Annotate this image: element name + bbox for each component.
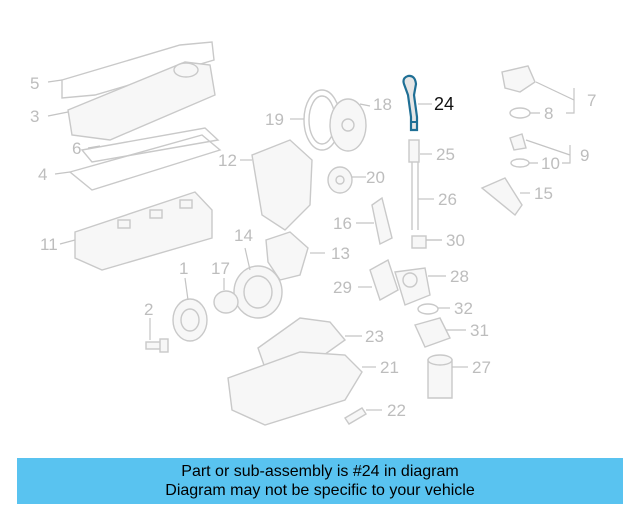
- part-3-valve-cover[interactable]: [67, 61, 216, 141]
- callout-4: 4: [38, 165, 47, 184]
- callout-14: 14: [234, 226, 253, 245]
- part-4-gasket[interactable]: [68, 134, 222, 191]
- callout-1: 1: [179, 259, 188, 278]
- info-banner: Part or sub-assembly is #24 in diagram D…: [17, 458, 623, 504]
- part-5-gasket[interactable]: [61, 41, 215, 99]
- part-8-seal[interactable]: [509, 107, 531, 119]
- callout-3: 3: [30, 107, 39, 126]
- part-15-cover[interactable]: [480, 177, 523, 217]
- callout-19: 19: [265, 110, 284, 129]
- callout-24: 24: [434, 94, 454, 114]
- part-11-cylinder-head[interactable]: [74, 191, 213, 271]
- part-13-housing[interactable]: [265, 231, 309, 281]
- part-21-oil-pan[interactable]: [227, 351, 363, 426]
- callout-13: 13: [331, 244, 350, 263]
- callout-10: 10: [541, 154, 560, 173]
- part-24-dipstick[interactable]: [402, 74, 419, 132]
- callout-5: 5: [30, 74, 39, 93]
- part-22-sealant[interactable]: [344, 407, 367, 425]
- part-12-timing-cover[interactable]: [251, 139, 313, 231]
- part-10-seal[interactable]: [510, 158, 530, 168]
- part-16-bracket[interactable]: [371, 196, 393, 246]
- engine-parts-diagram: 5 3 6 4 11 12 19 18 20 16 13 14 17 1 2 2…: [30, 41, 596, 426]
- callout-12: 12: [218, 151, 237, 170]
- callout-30: 30: [446, 231, 465, 250]
- part-29-adapter[interactable]: [369, 258, 399, 302]
- callout-2: 2: [144, 300, 153, 319]
- callout-25: 25: [436, 145, 455, 164]
- part-1-crank-pulley[interactable]: [172, 298, 208, 342]
- callout-7: 7: [587, 91, 596, 110]
- callout-11: 11: [40, 235, 58, 254]
- part-32-oring[interactable]: [417, 303, 439, 315]
- callout-9: 9: [580, 146, 589, 165]
- callout-20: 20: [366, 168, 385, 187]
- callout-6: 6: [72, 139, 81, 158]
- callout-16: 16: [333, 214, 352, 233]
- part-30-sensor[interactable]: [411, 235, 427, 249]
- callout-22: 22: [387, 401, 406, 420]
- part-9-cap[interactable]: [509, 133, 527, 151]
- banner-line-1: Part or sub-assembly is #24 in diagram: [181, 463, 459, 480]
- part-14-plate[interactable]: [233, 265, 283, 319]
- part-18-sprocket[interactable]: [329, 98, 367, 152]
- callout-8: 8: [544, 104, 553, 123]
- callout-29: 29: [333, 278, 352, 297]
- callout-28: 28: [450, 267, 469, 286]
- callout-32: 32: [454, 299, 473, 318]
- part-6-gasket[interactable]: [80, 127, 220, 163]
- callout-26: 26: [438, 190, 457, 209]
- part-28-housing[interactable]: [394, 267, 431, 306]
- part-7-filler-neck[interactable]: [501, 65, 536, 93]
- callout-27: 27: [472, 358, 491, 377]
- part-26-tube[interactable]: [411, 162, 419, 230]
- callout-18: 18: [373, 95, 392, 114]
- callout-17: 17: [211, 259, 230, 278]
- callout-23: 23: [365, 327, 384, 346]
- part-25-seal[interactable]: [408, 139, 420, 163]
- callout-21: 21: [380, 358, 399, 377]
- leader-lines: [47, 79, 575, 411]
- part-17-pulley[interactable]: [213, 290, 239, 314]
- callout-31: 31: [470, 321, 489, 340]
- banner-line-2: Diagram may not be specific to your vehi…: [165, 482, 475, 499]
- callout-15: 15: [534, 184, 553, 203]
- part-27-filter[interactable]: [427, 354, 453, 399]
- part-20-pulley[interactable]: [327, 166, 353, 194]
- part-2-bolt[interactable]: [145, 338, 169, 353]
- part-31-cooler[interactable]: [414, 317, 451, 348]
